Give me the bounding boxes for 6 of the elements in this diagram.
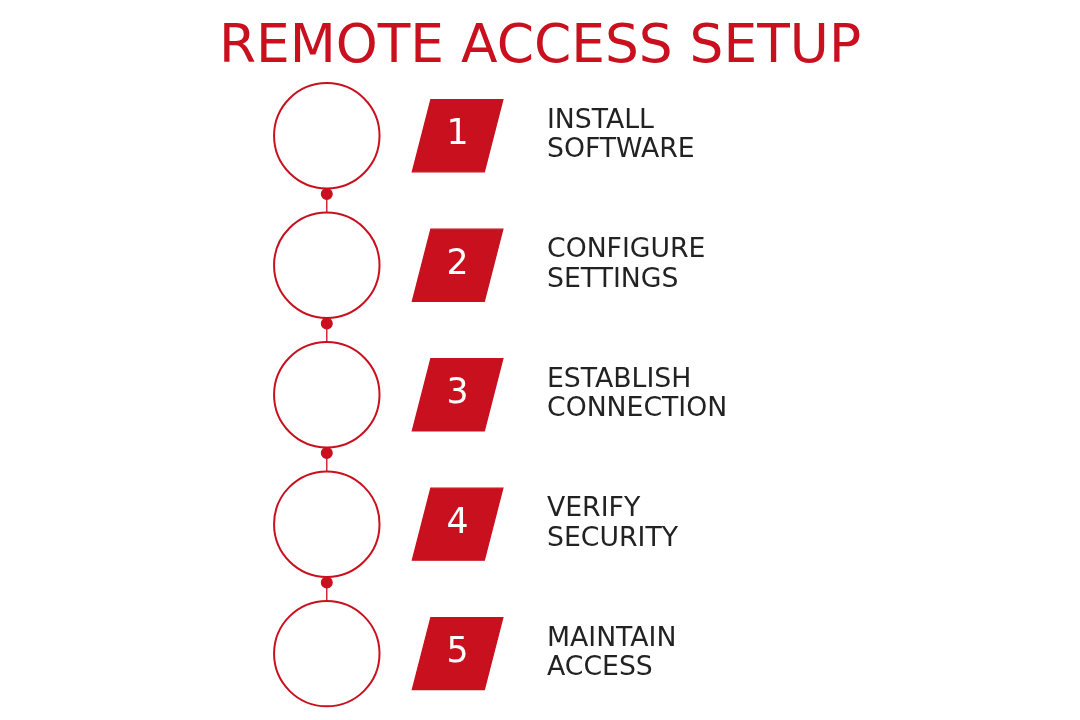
node-label: CONFIGURE SETTINGS — [547, 232, 706, 293]
node-label: VERIFY SECURITY — [547, 491, 679, 552]
node-label: ESTABLISH CONNECTION — [547, 361, 728, 423]
node-label: MAINTAIN ACCESS — [547, 620, 677, 681]
diagram-title: REMOTE ACCESS SETUP — [218, 11, 862, 75]
node-label: INSTALL SOFTWARE — [547, 102, 695, 164]
